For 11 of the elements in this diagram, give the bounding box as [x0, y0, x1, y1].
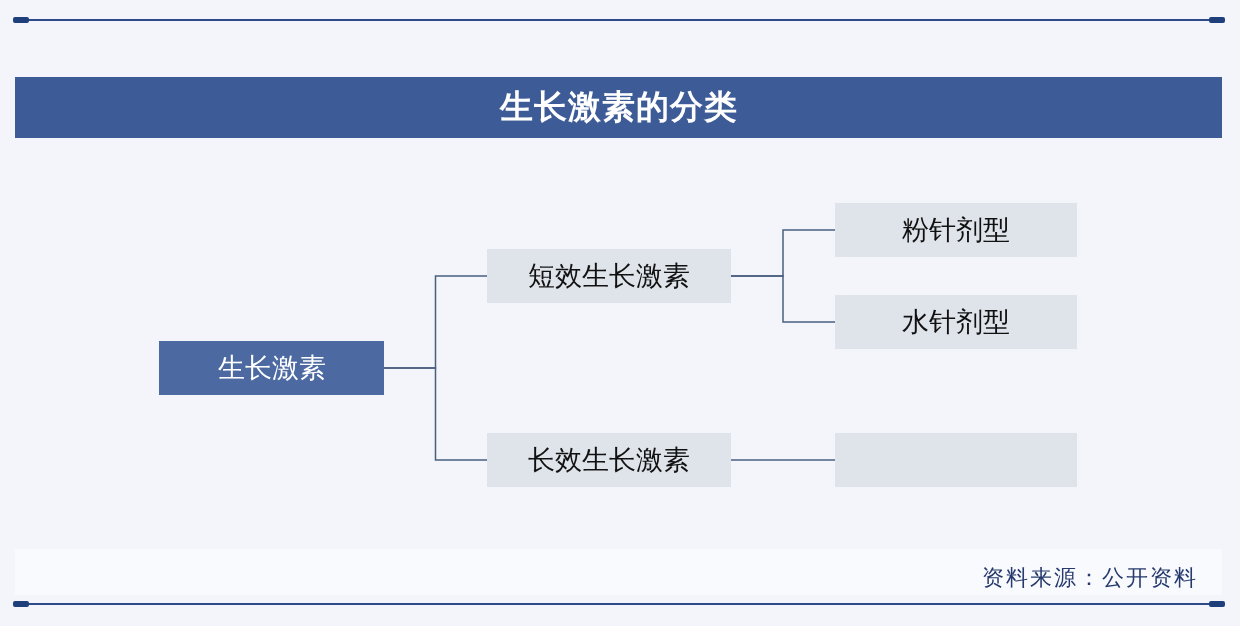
empty-box	[835, 433, 1077, 487]
root-box: 生长激素	[159, 341, 384, 395]
connector-line	[383, 367, 488, 461]
title-banner: 生长激素的分类	[15, 77, 1222, 138]
category-box: 短效生长激素	[487, 249, 731, 303]
connector-line	[730, 459, 836, 461]
connector-line	[730, 275, 836, 323]
category-box: 水针剂型	[835, 295, 1077, 349]
category-box: 长效生长激素	[487, 433, 731, 487]
source-note: 资料来源：公开资料	[982, 564, 1198, 592]
category-box: 粉针剂型	[835, 203, 1077, 257]
